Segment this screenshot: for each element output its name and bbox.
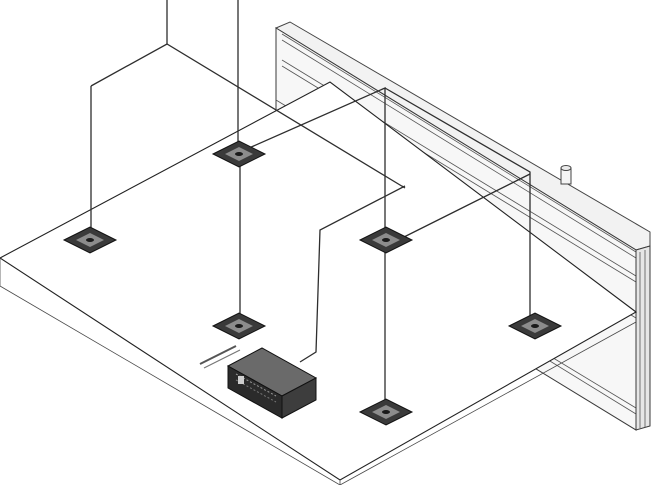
control-unit-icon [199,345,318,419]
ceiling-sensors [62,140,563,426]
upper-wiring [90,0,531,404]
ceiling-sensor-icon [358,398,414,426]
ceiling-sensor-icon [211,312,267,340]
ceiling-sensor-icon [507,312,563,340]
ceiling-sensor-icon [358,226,414,254]
ceiling-sensor-icon [62,226,118,254]
ceiling-sensor-icon [211,140,267,168]
